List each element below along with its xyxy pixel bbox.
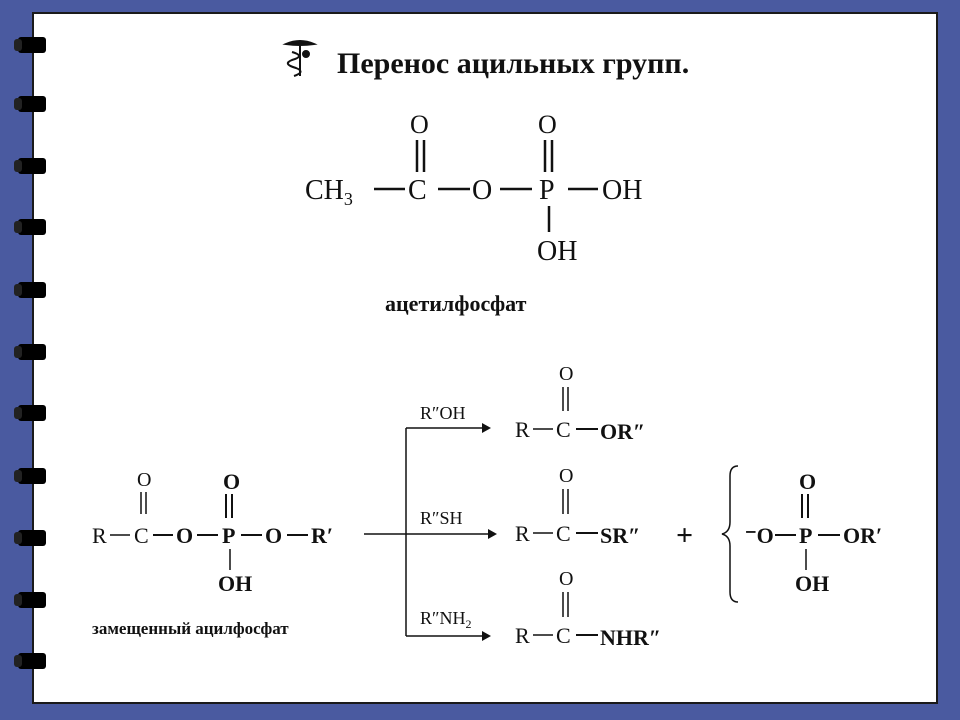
atom-c: C [408, 175, 427, 206]
r-prime-group: R′ [311, 523, 333, 548]
hydroxyl: OH [795, 571, 829, 596]
r-group: R [515, 521, 530, 546]
substituted-acylphosphate-formula: O O R C O P O R′ OH замещенный ацилфосфа… [92, 469, 333, 638]
or-prime-group: OR′ [843, 523, 882, 548]
plus-sign: + [676, 519, 693, 552]
thioester-group: SR″ [600, 523, 640, 548]
reagent-label: R″OH [420, 403, 466, 423]
atom-o: O [410, 110, 429, 139]
acetyl-phosphate-caption: ацетилфосфат [385, 291, 527, 316]
atom-o: O [559, 465, 573, 487]
acetyl-phosphate-formula: O O CH3 C O P OH OH ацетилфосфат [305, 110, 642, 316]
atom-c: C [556, 417, 571, 442]
thioester-product: O R C SR″ [515, 465, 640, 548]
ester-group: OR″ [600, 419, 645, 444]
caduceus-icon [282, 40, 318, 77]
atom-p: P [222, 523, 235, 548]
r-group: R [92, 523, 107, 548]
spiral-binding-ring [14, 527, 48, 549]
atom-p: P [539, 175, 555, 206]
atom-o: O [137, 469, 151, 491]
hydroxyl-right: OH [602, 175, 642, 206]
spiral-binding-ring [14, 589, 48, 611]
atom-o-bridge: O [472, 175, 492, 206]
spiral-binding-ring [14, 279, 48, 301]
reagent-label: R″SH [420, 508, 463, 528]
anion-oxygen: ⁻O [745, 523, 774, 548]
slide-page [32, 12, 938, 704]
atom-o: O [176, 523, 193, 548]
atom-o: O [559, 568, 573, 590]
r-group: R [515, 417, 530, 442]
spiral-binding-ring [14, 34, 48, 56]
spiral-binding-ring [14, 155, 48, 177]
spiral-binding-ring [14, 402, 48, 424]
spiral-binding-ring [14, 216, 48, 238]
atom-c: C [134, 523, 149, 548]
left-brace [721, 465, 739, 603]
hydroxyl: OH [218, 571, 252, 596]
atom-o: O [265, 523, 282, 548]
hydroxyl-bottom: OH [537, 236, 577, 267]
atom-o: O [538, 110, 557, 139]
reaction-arrows [364, 423, 497, 641]
atom-o: O [223, 469, 240, 494]
reagent-label: R″NH2 [420, 608, 472, 631]
methyl-group: CH3 [305, 175, 353, 209]
spiral-binding-ring [14, 650, 48, 672]
phosphate-product: O ⁻O P OR′ OH [745, 469, 882, 596]
page-title: Перенос ацильных групп. [337, 47, 689, 80]
atom-c: C [556, 521, 571, 546]
atom-o: O [559, 363, 573, 385]
atom-o: O [799, 469, 816, 494]
amide-product: O R C NHR″ [515, 568, 661, 650]
substituted-acylphosphate-caption: замещенный ацилфосфат [92, 619, 289, 638]
spiral-binding-ring [14, 465, 48, 487]
atom-c: C [556, 623, 571, 648]
atom-p: P [799, 523, 812, 548]
r-group: R [515, 623, 530, 648]
amide-group: NHR″ [600, 625, 661, 650]
ester-product: O R C OR″ [515, 363, 645, 444]
spiral-binding-ring [14, 341, 48, 363]
spiral-binding-ring [14, 93, 48, 115]
